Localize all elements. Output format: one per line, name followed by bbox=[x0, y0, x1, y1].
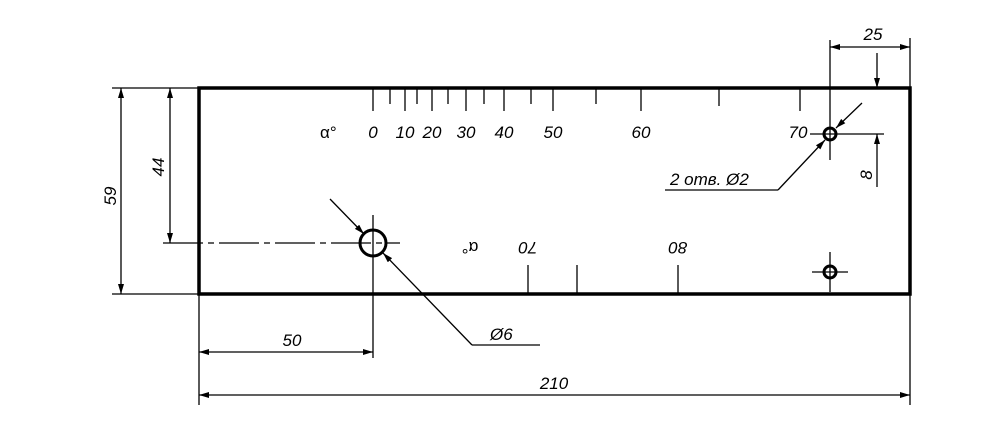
top-scale-ticks bbox=[372, 88, 801, 111]
dimension-25: 25 bbox=[830, 25, 911, 88]
svg-text:8: 8 bbox=[857, 170, 876, 180]
label-40: 40 bbox=[495, 123, 514, 142]
small-hole-top: 2 отв. Ø2 bbox=[665, 40, 884, 191]
label-70-inverted: 70 bbox=[518, 238, 537, 257]
svg-text:44: 44 bbox=[149, 158, 168, 177]
small-hole-bottom bbox=[812, 252, 848, 292]
dimension-50: 50 bbox=[198, 294, 373, 405]
svg-text:50: 50 bbox=[283, 331, 302, 350]
bottom-scale-ticks bbox=[527, 265, 679, 294]
bottom-scale-symbol: α° bbox=[462, 238, 479, 257]
dimension-210: 210 bbox=[199, 294, 911, 405]
plate-outline bbox=[197, 86, 912, 296]
top-scale-symbol: α° bbox=[320, 123, 337, 142]
label-80-inverted: 80 bbox=[668, 238, 687, 257]
svg-text:210: 210 bbox=[539, 374, 569, 393]
label-50: 50 bbox=[544, 123, 563, 142]
label-60: 60 bbox=[632, 123, 651, 142]
svg-text:25: 25 bbox=[863, 25, 883, 44]
svg-text:59: 59 bbox=[101, 186, 120, 205]
small-holes-callout: 2 отв. Ø2 bbox=[669, 170, 749, 189]
big-hole-callout: Ø6 bbox=[489, 325, 513, 344]
label-70: 70 bbox=[789, 123, 808, 142]
dimension-8: 8 bbox=[857, 53, 880, 187]
label-10: 10 bbox=[396, 123, 415, 142]
bottom-scale-labels: α° 70 80 bbox=[462, 238, 688, 257]
dimension-59: 59 bbox=[101, 87, 199, 295]
label-20: 20 bbox=[422, 123, 442, 142]
top-scale-labels: α° 0 10 20 30 40 50 60 70 bbox=[320, 123, 808, 142]
big-hole: Ø6 bbox=[163, 198, 540, 358]
label-0: 0 bbox=[368, 123, 378, 142]
label-30: 30 bbox=[457, 123, 476, 142]
dimension-44: 44 bbox=[149, 88, 173, 243]
